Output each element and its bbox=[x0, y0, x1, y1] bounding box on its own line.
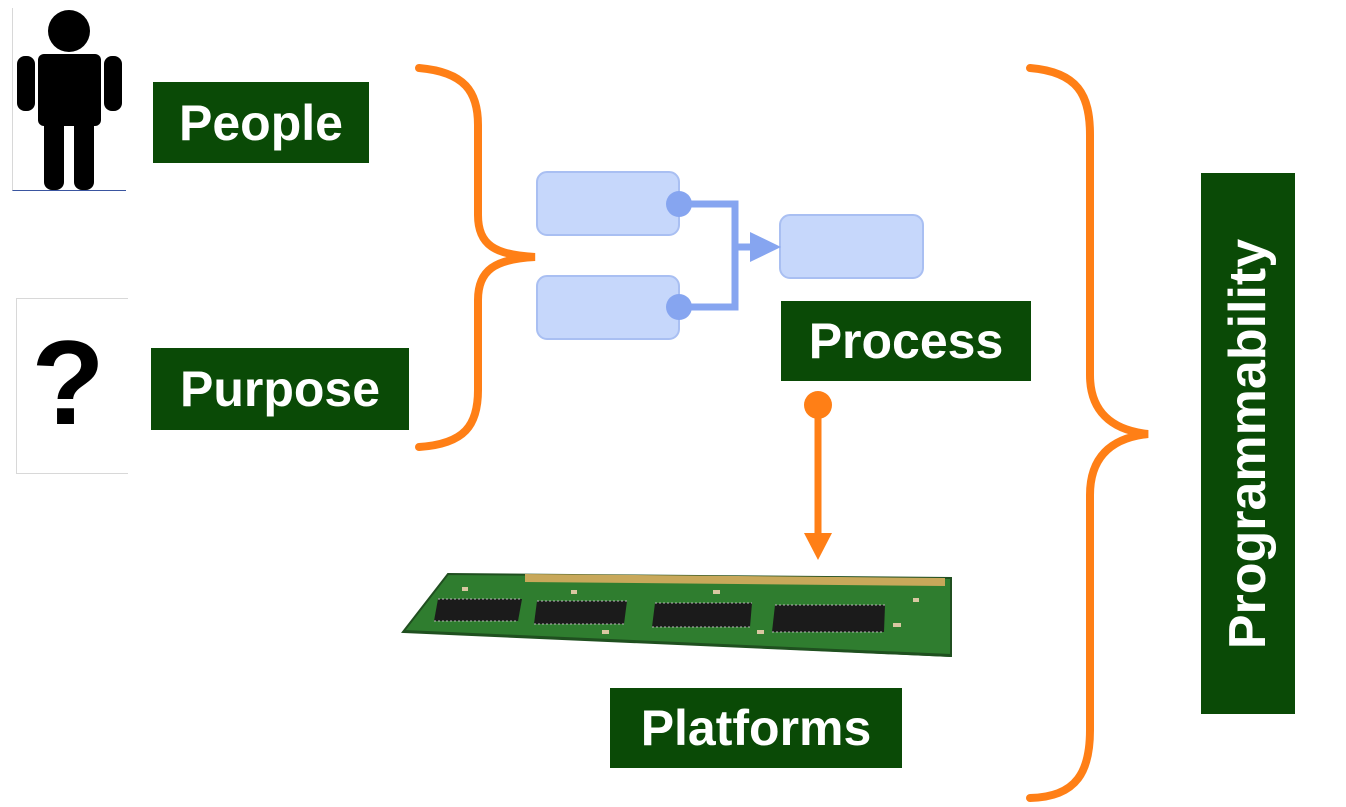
person-frame bbox=[12, 8, 126, 191]
left-brace bbox=[415, 64, 536, 451]
people-label: People bbox=[153, 82, 369, 163]
process-box-output bbox=[779, 214, 924, 279]
memory-chip bbox=[652, 603, 752, 627]
memory-chip bbox=[772, 605, 885, 632]
process-box-top bbox=[536, 171, 680, 236]
purpose-label: Purpose bbox=[151, 348, 409, 430]
programmability-text: Programmability bbox=[1219, 238, 1277, 649]
question-frame bbox=[16, 298, 128, 474]
process-arrowhead bbox=[750, 232, 781, 262]
person-icon bbox=[17, 10, 122, 190]
question-mark-icon: ? bbox=[31, 316, 105, 450]
memory-chip bbox=[434, 599, 522, 621]
process-box-bottom bbox=[536, 275, 680, 340]
process-connector-lines bbox=[679, 200, 760, 311]
programmability-label: Programmability bbox=[1201, 173, 1295, 714]
platforms-label: Platforms bbox=[610, 688, 902, 768]
process-to-platforms-arrow bbox=[804, 391, 832, 560]
process-label: Process bbox=[781, 301, 1031, 381]
memory-module-icon bbox=[401, 572, 952, 658]
process-flow-diagram bbox=[536, 171, 924, 340]
memory-chip bbox=[534, 601, 627, 624]
right-brace bbox=[1026, 64, 1149, 802]
